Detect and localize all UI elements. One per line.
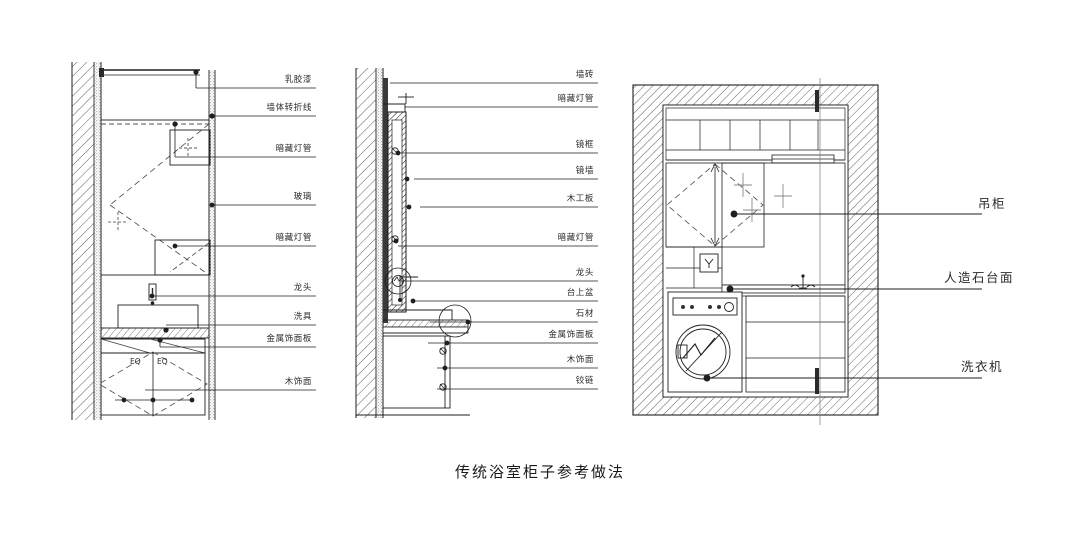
pipe-stub-top xyxy=(815,90,819,112)
metal-trim-panel xyxy=(100,338,206,354)
wall-hatch-middle xyxy=(355,68,384,418)
label-wall-tile: 墙砖 xyxy=(575,70,594,80)
label-glass: 玻璃 xyxy=(293,192,312,202)
pipe-stub-bottom xyxy=(815,368,819,394)
faucet-icon-elevation xyxy=(790,274,816,289)
label-hidden-light-1: 暗藏灯管 xyxy=(275,144,312,154)
mirror-diagonals xyxy=(109,123,210,276)
basin-block xyxy=(117,304,199,329)
label-hinge: 铰链 xyxy=(575,376,594,386)
label-hidden-light-4: 暗藏灯管 xyxy=(557,233,594,243)
label-wood-veneer-2: 木饰面 xyxy=(566,355,594,365)
label-faucet: 龙头 xyxy=(293,283,312,293)
cabinet-body-middle xyxy=(382,335,451,409)
label-latex-paint: 乳胶漆 xyxy=(284,75,312,85)
label-mirror-wall: 镜墙 xyxy=(575,166,594,176)
eq-mark-left: EQ xyxy=(130,357,141,366)
hidden-light-box-upper xyxy=(169,129,211,166)
wall-tile-band xyxy=(383,78,388,323)
faucet-riser-middle xyxy=(398,275,418,302)
label-countertop-basin: 台上盆 xyxy=(566,288,594,298)
vent-icon xyxy=(699,253,719,273)
panel-3-elevation xyxy=(632,78,982,425)
stone-countertop xyxy=(100,327,210,339)
label-hidden-light-3: 暗藏灯管 xyxy=(557,94,594,104)
label-washing-machine: 洗衣机 xyxy=(961,359,1004,374)
label-metal-panel-2: 金属饰面板 xyxy=(548,330,594,340)
cabinet-eq-axis xyxy=(115,352,192,416)
lower-cabinet-elevation xyxy=(745,295,846,393)
basin-curve-middle xyxy=(383,309,453,320)
leader-lines-panel-1 xyxy=(145,69,316,403)
ceiling-line xyxy=(99,68,200,77)
eq-mark-right: EQ xyxy=(157,357,168,366)
wall-hatch-left xyxy=(71,62,95,420)
mirror-box-middle xyxy=(387,111,407,313)
label-mirror-frame: 镜框 xyxy=(575,140,594,150)
detail-circle-counter xyxy=(438,304,472,338)
center-mark-upper xyxy=(108,212,128,232)
label-wood-veneer: 木饰面 xyxy=(284,377,312,387)
label-hidden-light-2: 暗藏灯管 xyxy=(275,233,312,243)
label-stone: 石材 xyxy=(575,309,594,319)
label-plywood: 木工板 xyxy=(566,194,594,204)
label-artificial-stone: 人造石台面 xyxy=(944,270,1015,285)
label-washware: 洗具 xyxy=(293,312,312,322)
label-faucet-2: 龙头 xyxy=(575,268,594,278)
leader-lines-panel-3 xyxy=(703,210,982,382)
sheet-caption: 传统浴室柜子参考做法 xyxy=(454,463,625,481)
panel-1-section xyxy=(71,62,316,420)
leader-lines-panel-2 xyxy=(390,82,598,390)
label-hanging-cabinet: 吊柜 xyxy=(978,196,1007,211)
label-wall-turn-line: 墙体转折线 xyxy=(266,103,312,113)
top-bracket-middle xyxy=(383,93,414,112)
wall-finish-band-left xyxy=(94,62,102,420)
hanging-cabinet xyxy=(771,154,835,164)
hidden-light-box-lower xyxy=(154,239,211,276)
panel-2-section xyxy=(355,68,598,418)
sparkle-marks xyxy=(734,173,792,222)
label-metal-panel: 金属饰面板 xyxy=(266,334,312,344)
